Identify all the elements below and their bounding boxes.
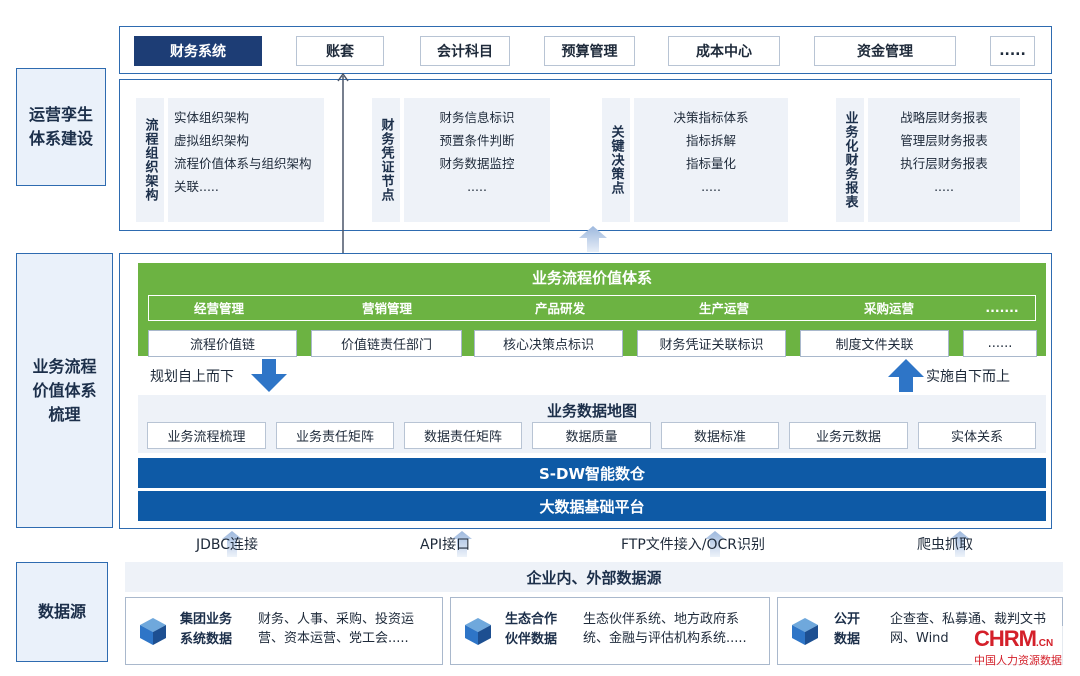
source-title: 集团业务系统数据 xyxy=(180,612,233,647)
ops-panel-report-list: 战略层财务报表 管理层财务报表 执行层财务报表 ..... xyxy=(868,98,1020,222)
value-item: 核心决策点标识 xyxy=(474,330,623,357)
connector-arrow-up-icon xyxy=(337,72,349,254)
data-map-item: 数据标准 xyxy=(661,422,779,449)
nav-budget-management[interactable]: 预算管理 xyxy=(544,36,635,66)
data-map-item: 业务责任矩阵 xyxy=(276,422,394,449)
source-section-label: 数据源 xyxy=(16,562,108,662)
source-text: 生态伙伴系统、地方政府系统、金融与评估机构系统..... xyxy=(583,612,747,646)
ops-panel-voucher-title: 财务凭证节点 xyxy=(372,98,400,222)
process-section-label: 业务流程价值体系梳理 xyxy=(16,253,113,528)
nav-fund-management[interactable]: 资金管理 xyxy=(814,36,956,66)
jdbc-connector-label: JDBC连接 xyxy=(196,537,259,553)
bigdata-platform-bar: 大数据基础平台 xyxy=(138,491,1046,521)
source-box-ecosystem: 生态合作伙伴数据 生态伙伴系统、地方政府系统、金融与评估机构系统..... xyxy=(450,597,770,665)
watermark-logo: CHRM.CN 中国人力资源数据 xyxy=(972,626,1072,670)
nav-cost-center[interactable]: 成本中心 xyxy=(668,36,780,66)
value-category: 采购运营 xyxy=(863,301,914,316)
crawler-connector-label: 爬虫抓取 xyxy=(917,537,973,553)
down-arrow-icon xyxy=(251,359,287,392)
nav-more[interactable]: ..... xyxy=(990,36,1035,66)
ops-panel-org-title: 流程组织架构 xyxy=(136,98,164,222)
value-item: 价值链责任部门 xyxy=(311,330,462,357)
ops-panel-report-title: 业务化财务报表 xyxy=(836,98,864,222)
data-source-header: 企业内、外部数据源 xyxy=(125,562,1063,592)
cube-icon xyxy=(792,618,818,645)
value-item: 流程价值链 xyxy=(148,330,297,357)
ops-section-label: 运营孪生体系建设 xyxy=(16,68,106,186)
data-map-item: 业务元数据 xyxy=(789,422,908,449)
value-item: ...... xyxy=(963,330,1037,357)
planning-label: 规划自上而下 xyxy=(150,369,234,385)
value-category: ....... xyxy=(985,300,1019,315)
value-category: 经营管理 xyxy=(193,301,244,316)
data-map-item: 业务流程梳理 xyxy=(147,422,266,449)
ftp-ocr-connector-label: FTP文件接入/OCR识别 xyxy=(621,537,766,553)
up-arrow-icon xyxy=(888,359,924,392)
cube-icon xyxy=(140,618,166,645)
nav-accounting-subjects[interactable]: 会计科目 xyxy=(420,36,510,66)
value-item: 制度文件关联 xyxy=(800,330,949,357)
soft-connector-arrows xyxy=(222,531,970,557)
value-category-strip: 经营管理 营销管理 产品研发 生产运营 采购运营 ....... xyxy=(148,295,1036,321)
ops-panel-voucher-list: 财务信息标识 预置条件判断 财务数据监控 ..... xyxy=(404,98,550,222)
source-title: 公开数据 xyxy=(834,612,861,647)
value-system-title: 业务流程价值体系 xyxy=(531,268,652,287)
nav-finance-system[interactable]: 财务系统 xyxy=(134,36,262,66)
ops-panel-org-list: 实体组织架构 虚拟组织架构 流程价值体系与组织架构 关联..... xyxy=(168,98,324,222)
data-map-item: 实体关系 xyxy=(918,422,1036,449)
source-title: 生态合作伙伴数据 xyxy=(505,612,558,647)
source-box-group: 集团业务系统数据 财务、人事、采购、投资运营、资本运营、党工会..... xyxy=(125,597,443,665)
value-category: 营销管理 xyxy=(361,301,412,316)
implementation-label: 实施自下而上 xyxy=(926,369,1010,385)
ops-panel-decision-title: 关键决策点 xyxy=(602,98,630,222)
ops-panel-decision-list: 决策指标体系 指标拆解 指标量化 ..... xyxy=(634,98,788,222)
data-map-item: 数据质量 xyxy=(532,422,651,449)
data-map-title: 业务数据地图 xyxy=(546,401,637,420)
source-text: 企查查、私募通、裁判文书网、Wind xyxy=(890,612,1047,646)
soft-up-arrow-icon xyxy=(579,226,607,252)
cube-icon xyxy=(465,618,491,645)
value-category: 生产运营 xyxy=(698,301,749,316)
source-text: 财务、人事、采购、投资运营、资本运营、党工会..... xyxy=(258,612,415,646)
nav-account-set[interactable]: 账套 xyxy=(296,36,384,66)
sdw-warehouse-bar: S-DW智能数仓 xyxy=(138,458,1046,488)
value-category: 产品研发 xyxy=(534,301,585,316)
data-map-item: 数据责任矩阵 xyxy=(404,422,522,449)
api-connector-label: API接口 xyxy=(420,537,471,553)
value-item: 财务凭证关联标识 xyxy=(637,330,786,357)
